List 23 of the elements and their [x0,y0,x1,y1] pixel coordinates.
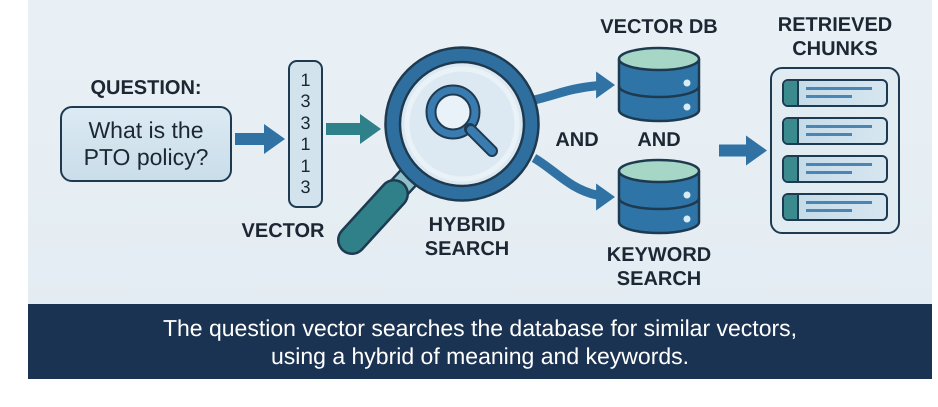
arrow [719,136,767,166]
chunk-card [782,192,888,220]
magnifier-illustration [384,46,540,202]
arrow [532,154,616,210]
node-label: VECTOR [242,219,324,243]
arrow [326,114,381,144]
question-text: What is the PTO policy? [82,117,210,171]
conjunction-label: AND [637,128,681,152]
conjunction-label: AND [555,128,599,152]
node-label: HYBRID SEARCH [424,213,510,261]
node-label: VECTOR DB [600,15,718,39]
caption-text: The question vector searches the database for similar vectors, using a hybrid of meaning and keywords. [162,314,798,370]
chunk-card [782,116,888,144]
database-cylinder [617,46,701,123]
section-heading: QUESTION: [90,76,202,100]
chunk-card [782,154,888,182]
database-cylinder [617,158,701,235]
section-heading: RETRIEVED CHUNKS [776,13,894,61]
arrow [532,72,616,104]
arrow [235,124,285,154]
vector-values: 1 3 3 1 1 3 [300,70,312,198]
chunk-card [782,78,888,106]
node-label: KEYWORD SEARCH [606,243,712,291]
